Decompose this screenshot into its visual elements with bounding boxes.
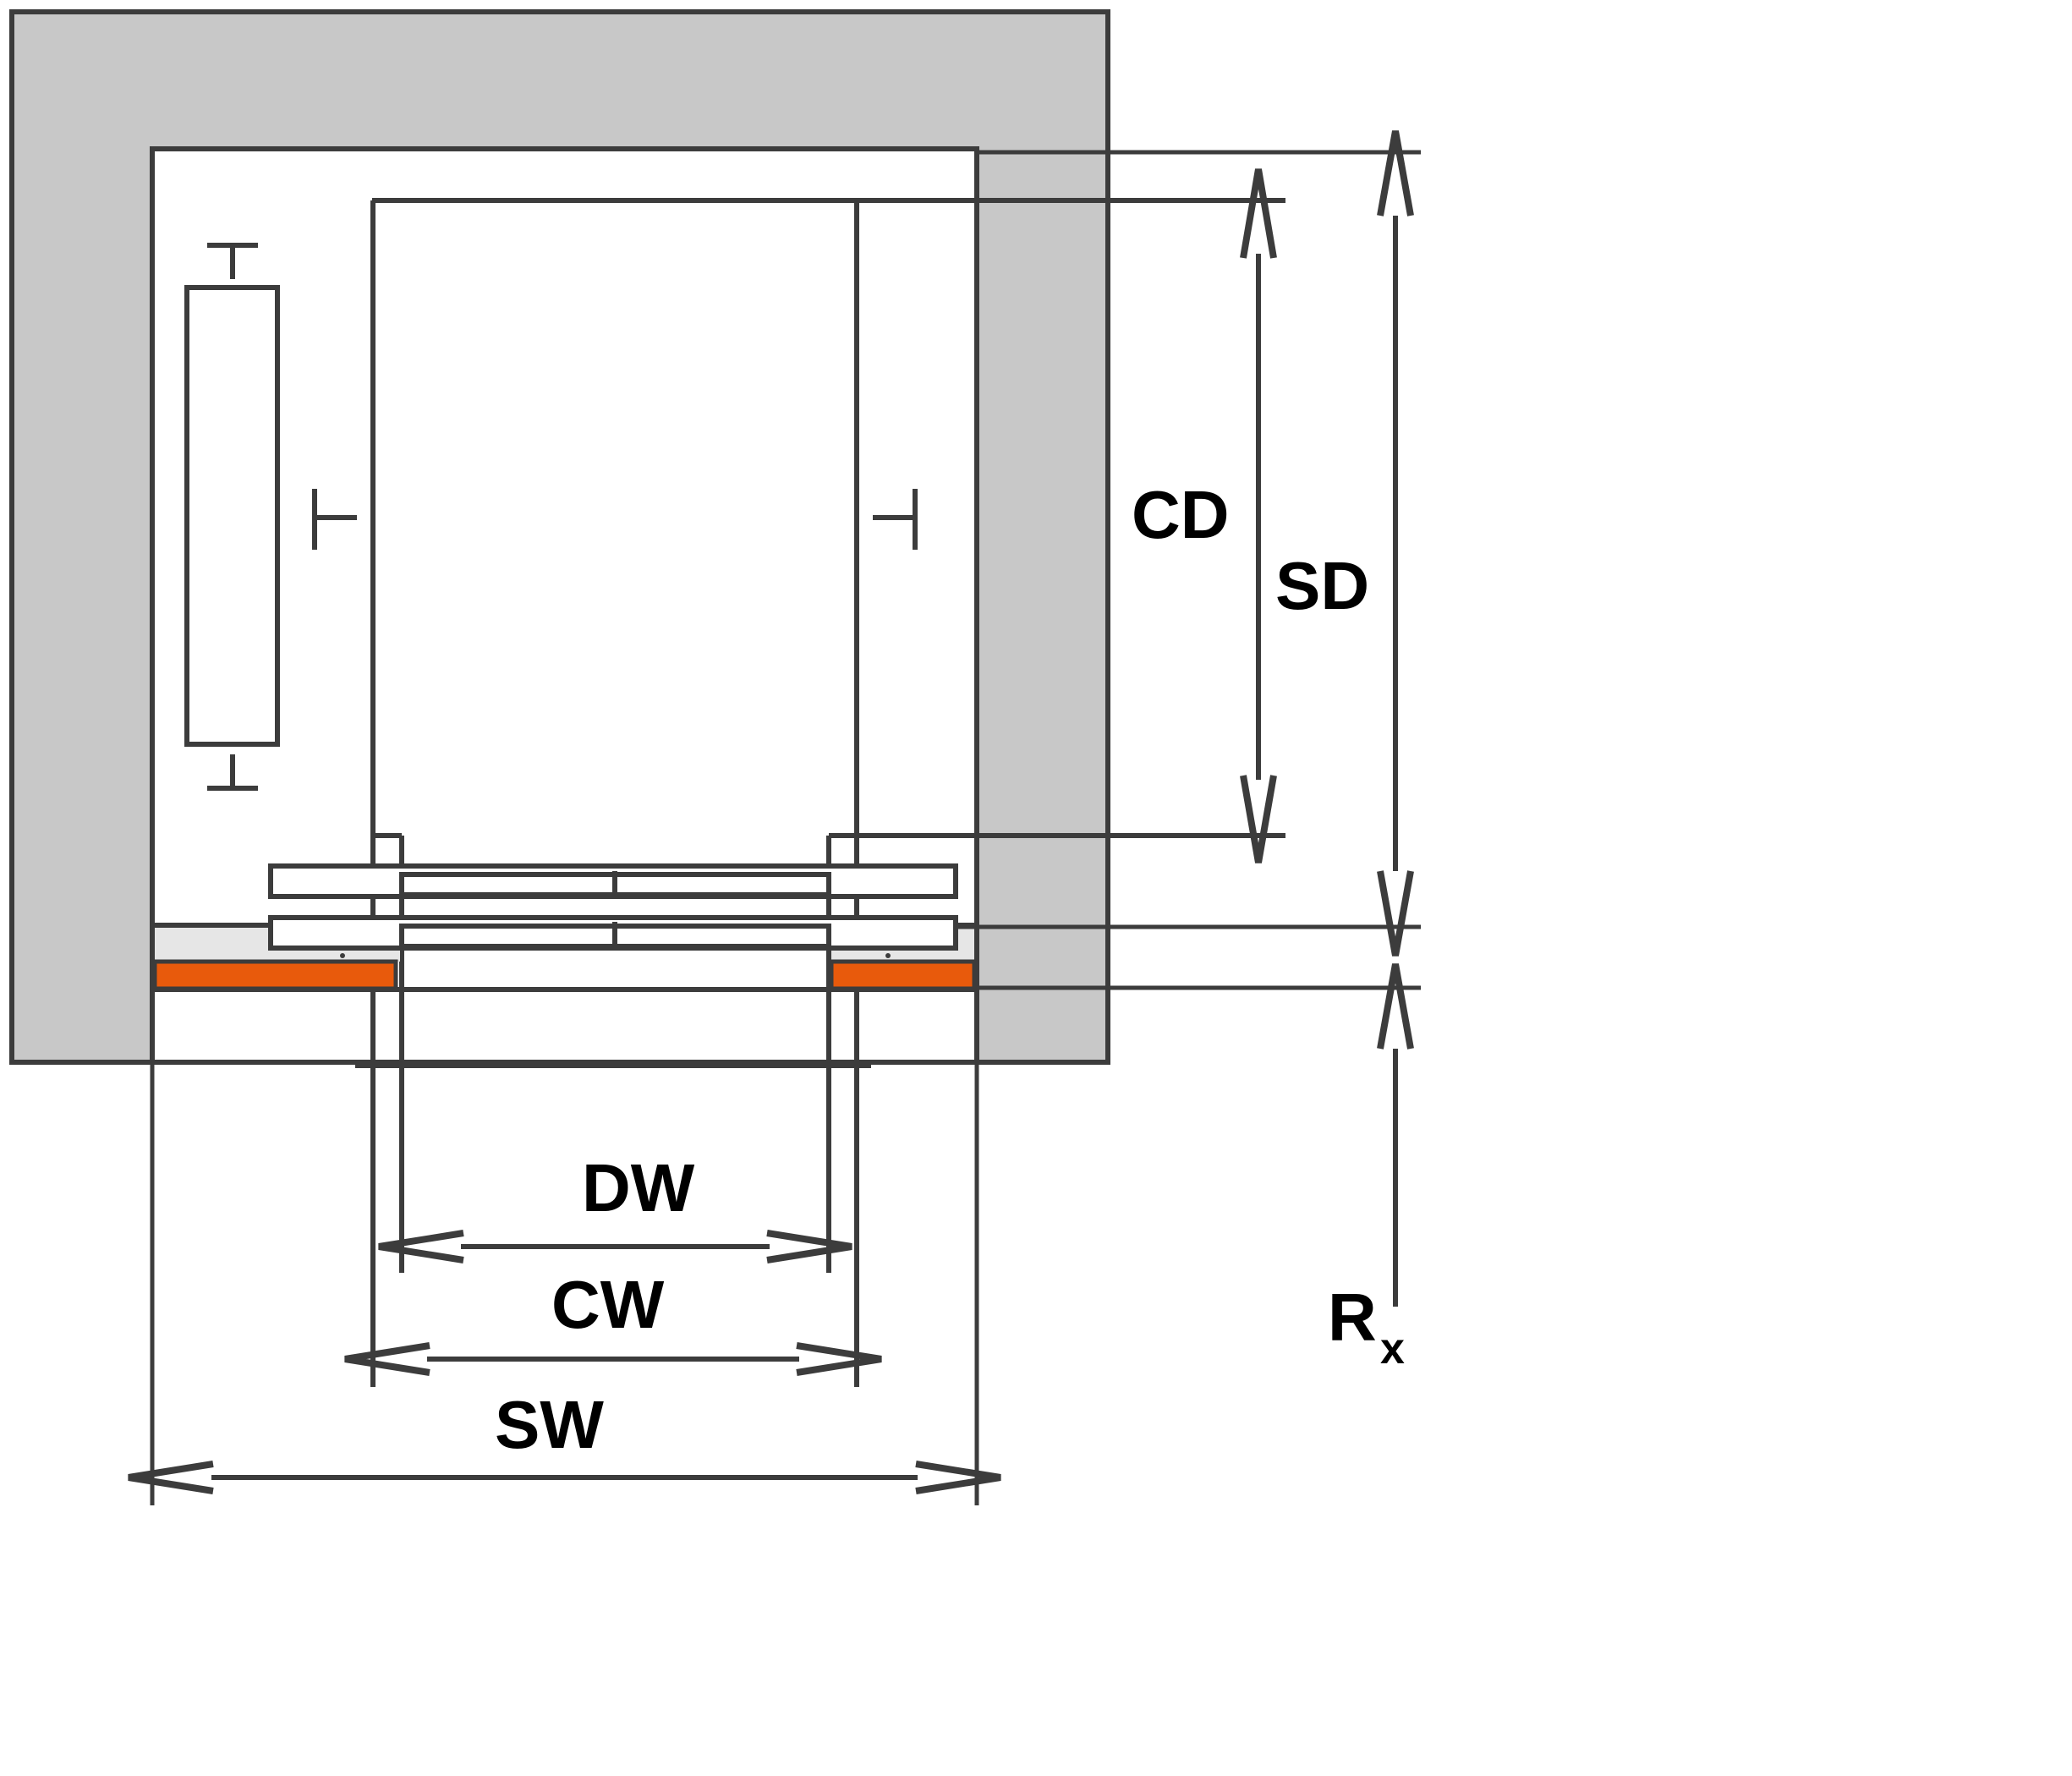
extension-lines-bottom — [150, 1062, 979, 1505]
dim-arrow-sw-left — [128, 1461, 214, 1494]
dim-arrow-sd-bottom — [1377, 870, 1414, 957]
sill-left — [152, 959, 398, 991]
door-sills — [152, 953, 977, 991]
counterweight-assembly — [184, 243, 280, 791]
dim-arrow-cw-left — [344, 1342, 430, 1376]
elevator-car — [312, 198, 1285, 1387]
dim-arrow-rx-top — [1377, 963, 1414, 1050]
dimension-lines — [128, 130, 1414, 1494]
dim-arrow-cw-right — [796, 1342, 882, 1376]
extension-lines-right — [956, 150, 1421, 990]
label-rx-subscript: x — [1380, 1324, 1405, 1373]
dim-arrow-cd-bottom — [1240, 775, 1277, 863]
door-panels — [268, 863, 958, 951]
counterweight — [184, 285, 280, 747]
label-sd: SD — [1275, 548, 1369, 623]
sill-pin-left — [340, 953, 345, 958]
sill-right — [829, 959, 977, 991]
dimension-labels: CD SD DW CW SW R x — [495, 477, 1405, 1462]
dim-arrow-sd-top — [1377, 130, 1414, 217]
shaft-opening — [150, 146, 979, 1065]
dim-arrow-dw-left — [378, 1230, 464, 1263]
label-dw: DW — [582, 1150, 695, 1225]
dim-arrow-dw-right — [766, 1230, 852, 1263]
label-cw: CW — [551, 1267, 665, 1342]
label-sw: SW — [495, 1387, 604, 1462]
dim-arrow-sw-right — [915, 1461, 1001, 1494]
shaft-interior — [150, 146, 979, 1068]
dim-arrow-cd-top — [1240, 168, 1277, 259]
label-cd: CD — [1132, 477, 1230, 552]
door-jambs — [373, 833, 857, 1273]
sill-pin-right — [885, 953, 891, 958]
label-rx: R — [1328, 1280, 1377, 1355]
